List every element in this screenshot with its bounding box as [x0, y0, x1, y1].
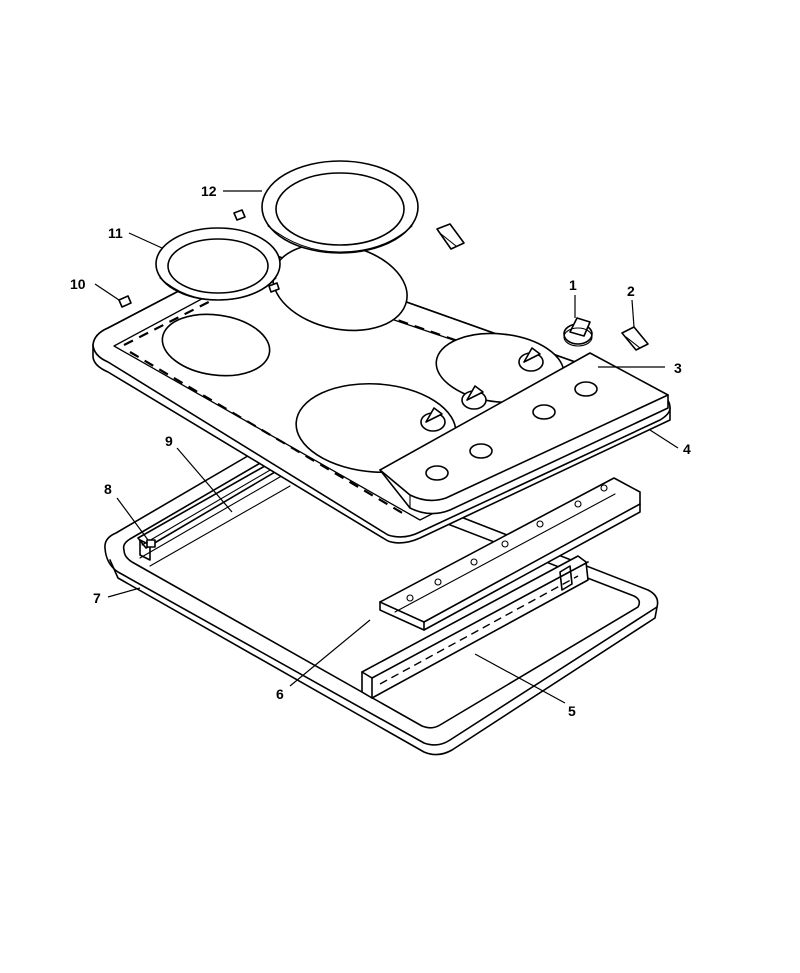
cooktop-surface — [92, 242, 671, 544]
left-side-bracket — [137, 453, 293, 561]
callout-10: 10 — [70, 276, 86, 292]
knob-part — [563, 317, 593, 347]
screw-part-10 — [118, 295, 132, 308]
screw-ring — [268, 282, 280, 293]
lower-frame-pan — [104, 445, 659, 756]
callout-9: 9 — [165, 433, 173, 449]
callout-4: 4 — [683, 441, 691, 457]
callout-1: 1 — [569, 277, 577, 293]
callout-12: 12 — [201, 183, 217, 199]
hinge-bracket-top — [436, 223, 465, 250]
hinge-bracket-right — [621, 326, 649, 351]
leader-lines — [94, 190, 679, 704]
callout-8: 8 — [104, 481, 112, 497]
callout-7: 7 — [93, 590, 101, 606]
front-rail-bar — [361, 555, 589, 699]
callout-2: 2 — [627, 283, 635, 299]
trim-ring-small — [155, 227, 281, 301]
callout-5: 5 — [568, 703, 576, 719]
callout-11: 11 — [108, 225, 123, 241]
trim-ring-large — [261, 160, 419, 254]
control-housing — [379, 477, 641, 631]
callout-6: 6 — [276, 686, 284, 702]
callout-3: 3 — [674, 360, 682, 376]
callout-labels: 1 2 3 4 5 6 7 8 9 10 11 12 — [70, 183, 691, 719]
screw-top — [233, 209, 246, 221]
